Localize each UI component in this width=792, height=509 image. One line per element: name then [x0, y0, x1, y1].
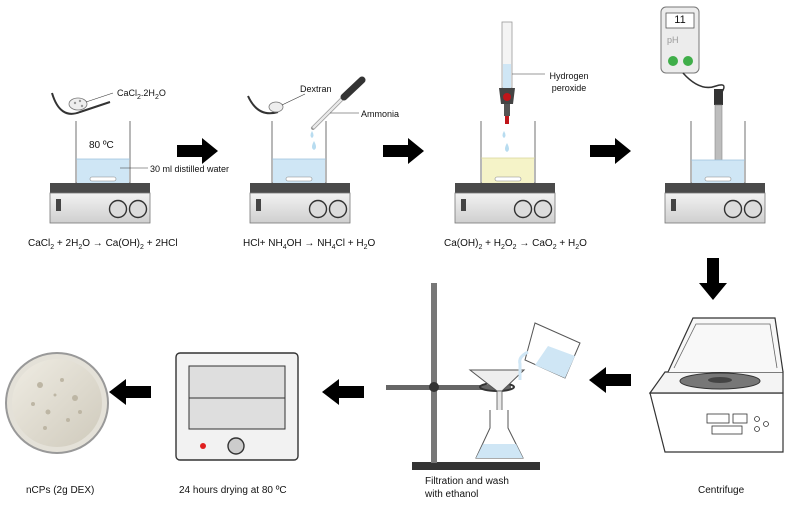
- dropper-icon: [311, 76, 366, 130]
- step2-neutralization: [247, 76, 366, 224]
- spatula-icon: [51, 92, 111, 115]
- step4-ph-check: [660, 6, 766, 224]
- ph-value: 11: [674, 14, 686, 26]
- ph-meter-icon: [660, 6, 700, 74]
- step3-peroxidation: [454, 21, 556, 224]
- petri-dish-icon: [5, 352, 109, 454]
- equation-2: HCl+ NH4OH → NH4Cl + H2O: [243, 238, 376, 251]
- centrifuge-label: Centrifuge: [698, 485, 745, 496]
- dextran-label: Dextran: [300, 84, 332, 94]
- right-arrow-icon: [383, 138, 424, 164]
- ph-unit: pH: [667, 35, 679, 45]
- equation-1: CaCl2 + 2H2O → Ca(OH)2 + 2HCl: [28, 238, 178, 251]
- oven-icon: [175, 352, 299, 461]
- left-arrow-icon: [322, 379, 364, 405]
- spatula-icon: [247, 95, 279, 115]
- right-arrow-icon: [590, 138, 631, 164]
- right-arrow-icon: [177, 138, 218, 164]
- down-arrow-icon: [699, 258, 727, 300]
- cacl2-label: CaCl2.2H2O: [117, 88, 166, 101]
- temperature-label: 80 ºC: [89, 140, 114, 151]
- left-arrow-icon: [109, 379, 151, 405]
- step1-dissolution: [49, 92, 151, 224]
- drying-label: 24 hours drying at 80 ºC: [179, 485, 287, 496]
- product-label: nCPs (2g DEX): [26, 485, 95, 496]
- equation-3: Ca(OH)2 + H2O2 → CaO2 + H2O: [444, 238, 587, 251]
- centrifuge-icon: [648, 317, 784, 453]
- left-arrow-icon: [589, 367, 631, 393]
- burette-icon: [499, 21, 515, 124]
- filtration-setup-icon: [386, 283, 581, 470]
- pouring-beaker-icon: [524, 322, 581, 379]
- ammonia-label: Ammonia: [361, 109, 400, 119]
- water-volume-label: 30 ml distilled water: [150, 164, 230, 174]
